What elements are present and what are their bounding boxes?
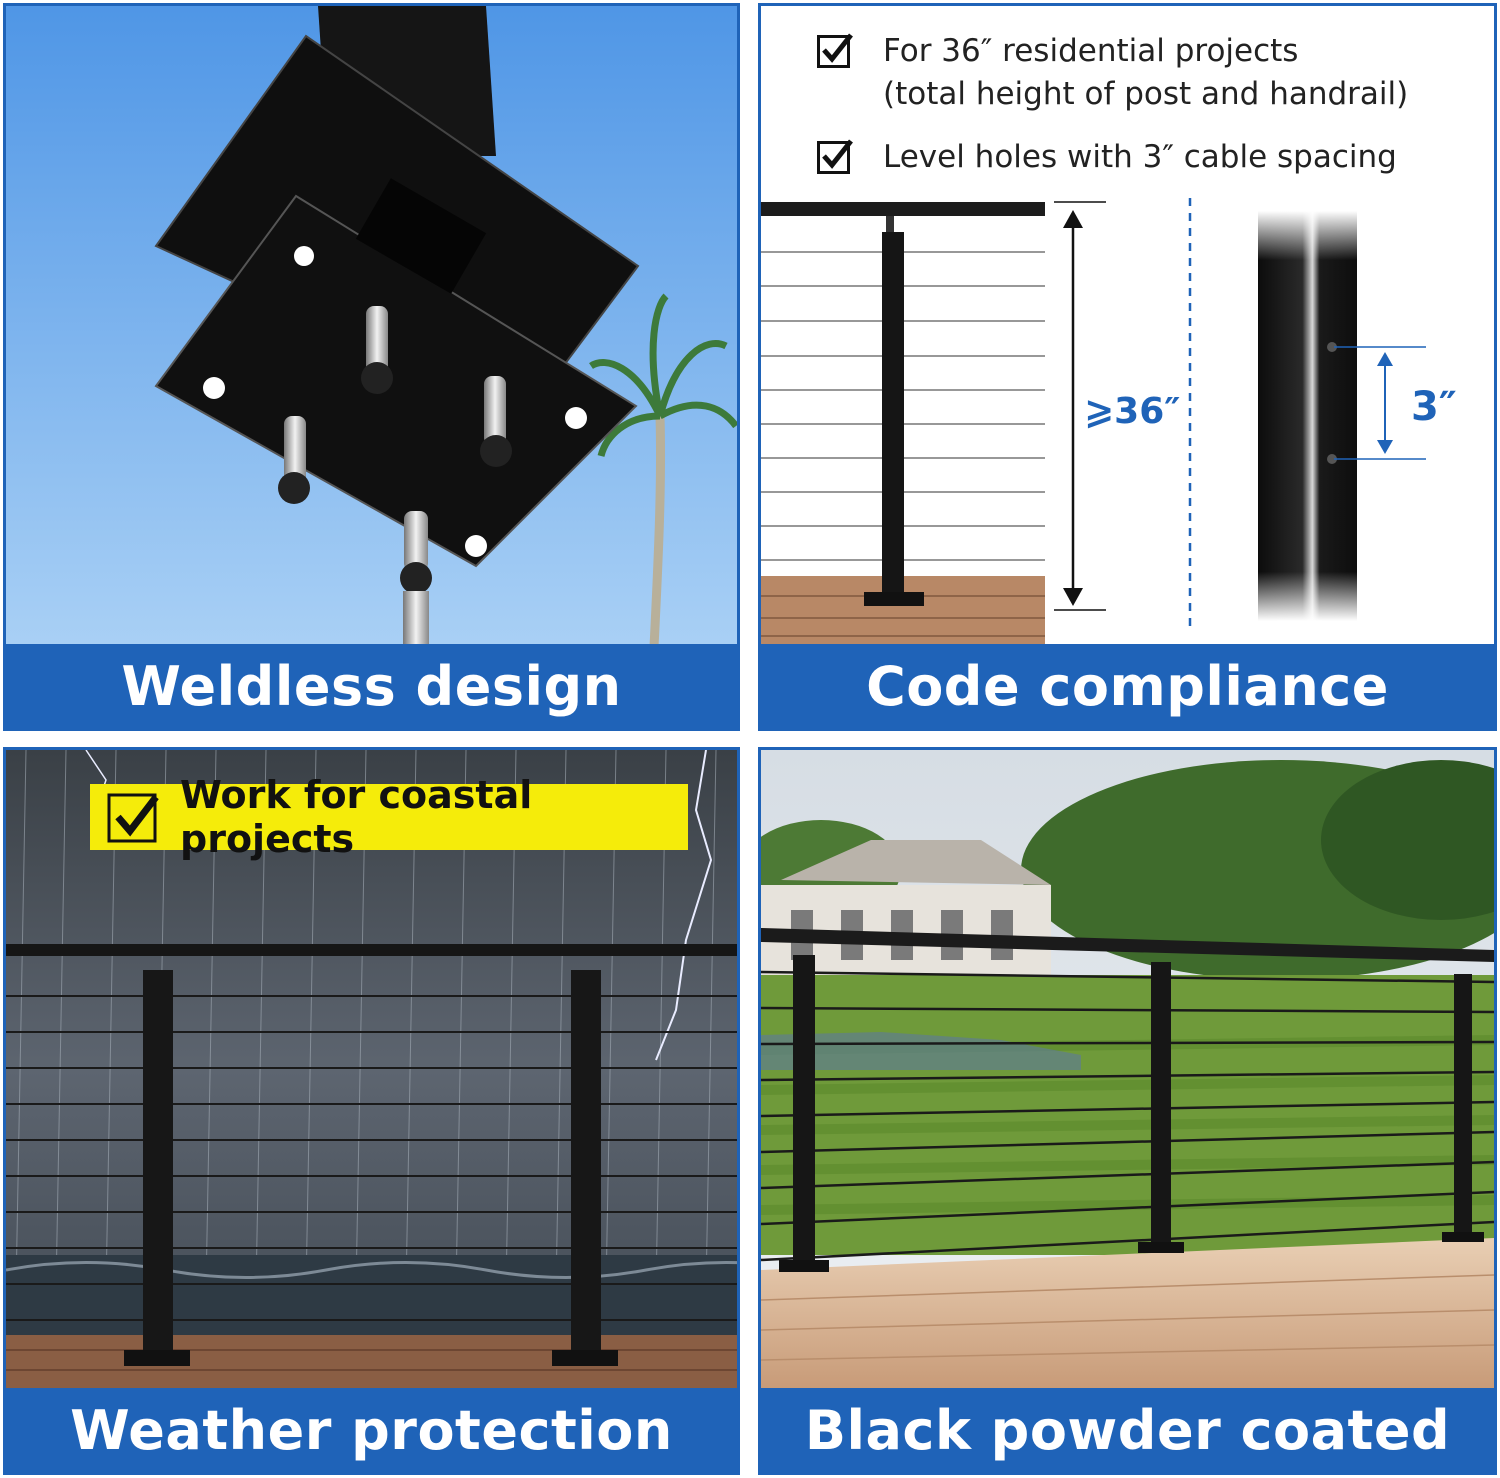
panel-weldless-design: Weldless design [3, 3, 740, 731]
checkbox-checked-icon [817, 33, 853, 68]
height-dimension-label: ⩾36″ [1084, 391, 1181, 432]
panel-weather-protection: Work for coastal projects Weather protec… [3, 747, 740, 1475]
check-item-36-height: For 36″ residential projects (total heig… [817, 30, 1408, 116]
coastal-badge-text: Work for coastal projects [180, 773, 533, 861]
code-diagram: For 36″ residential projects (total heig… [761, 6, 1494, 647]
weldless-photo [6, 6, 737, 647]
check-item-cable-spacing: Level holes with 3″ cable spacing [817, 136, 1397, 179]
checkbox-checked-icon [107, 793, 159, 843]
checkbox-checked-icon [817, 139, 853, 174]
coastal-projects-badge: Work for coastal projects [90, 773, 688, 861]
banner-code-compliance: Code compliance [761, 644, 1494, 728]
banner-black-powder-coated: Black powder coated [761, 1388, 1494, 1472]
panel-code-compliance: For 36″ residential projects (total heig… [758, 3, 1497, 731]
banner-weather-protection: Weather protection [6, 1388, 737, 1472]
check-text-line2: (total height of post and handrail) [883, 76, 1409, 112]
banner-weldless: Weldless design [6, 644, 737, 728]
golf-course-photo [761, 750, 1494, 1391]
spacing-dimension-label: 3″ [1411, 384, 1457, 430]
panel-black-powder-coated: Black powder coated [758, 747, 1497, 1475]
check-text-line1: For 36″ residential projects [883, 33, 1299, 69]
check-text-spacing: Level holes with 3″ cable spacing [883, 139, 1397, 175]
storm-photo: Work for coastal projects [6, 750, 737, 1391]
